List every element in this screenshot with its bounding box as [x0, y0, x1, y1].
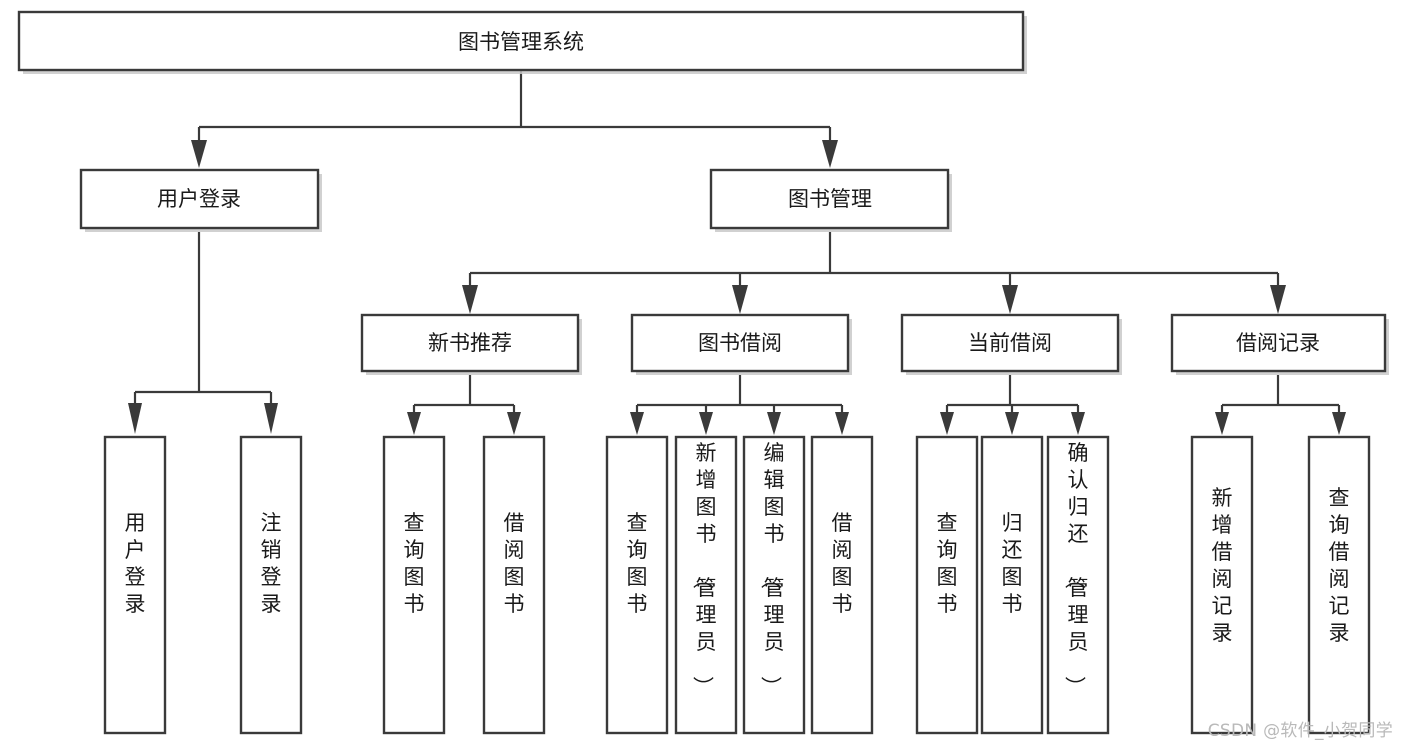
- node-rect: [239, 435, 303, 735]
- arrowhead-root-to-login: [191, 140, 207, 168]
- arrowhead-bookmgmt-current: [1002, 285, 1018, 314]
- node-new-book-recommend[interactable]: 新书推荐: [360, 313, 582, 375]
- leaf-query-books-current[interactable]: 查询图书: [915, 435, 979, 735]
- node-label: 新书推荐: [428, 331, 512, 355]
- arrowhead-borrow-leaf-3: [767, 412, 781, 435]
- leaf-add-borrow-record[interactable]: 新增借阅记录: [1190, 435, 1254, 735]
- leaf-borrow-books-borrow[interactable]: 借阅图书: [810, 435, 874, 735]
- leaf-query-books-borrow[interactable]: 查询图书: [605, 435, 669, 735]
- node-rect: [674, 435, 738, 735]
- node-label: 用户登录: [125, 511, 146, 616]
- arrowhead-borrow-leaf-2: [699, 412, 713, 435]
- arrowhead-current-leaf-1: [940, 412, 954, 435]
- node-label: 注销登录: [261, 511, 282, 616]
- leaf-logout[interactable]: 注销登录: [239, 435, 303, 735]
- node-label: 图书管理: [788, 187, 872, 211]
- node-rect: [810, 435, 874, 735]
- node-book-management[interactable]: 图书管理: [709, 168, 952, 232]
- arrowhead-newbook-leaf-2: [507, 412, 521, 435]
- node-rect: [482, 435, 546, 735]
- node-rect: [1307, 435, 1371, 735]
- node-label: 查询图书: [937, 511, 958, 616]
- watermark-label: CSDN @软件_小贺同学: [1207, 721, 1393, 741]
- leaf-query-borrow-record[interactable]: 查询借阅记录: [1307, 435, 1371, 735]
- arrowhead-login-leaf-2: [264, 403, 278, 434]
- node-rect: [79, 168, 320, 230]
- leaf-edit-book-admin[interactable]: 编辑图书（管理员）: [742, 435, 806, 735]
- node-rect: [360, 313, 580, 373]
- arrowhead-records-leaf-2: [1332, 412, 1346, 435]
- node-label: 确认归还（管理员）: [1063, 441, 1089, 697]
- node-label: 新增图书（管理员）: [691, 441, 717, 697]
- node-label: 借阅图书: [504, 511, 525, 616]
- arrowhead-bookmgmt-borrow: [732, 285, 748, 314]
- node-rect: [605, 435, 669, 735]
- leaf-user-login[interactable]: 用户登录: [103, 435, 167, 735]
- leaf-query-books-newbook[interactable]: 查询图书: [382, 435, 446, 735]
- leaf-confirm-return-admin[interactable]: 确认归还（管理员）: [1046, 435, 1110, 735]
- node-label: 查询图书: [627, 511, 648, 616]
- node-label: 查询借阅记录: [1329, 486, 1350, 645]
- node-label: 编辑图书（管理员）: [759, 441, 785, 697]
- node-rect: [1170, 313, 1387, 373]
- node-label: 归还图书: [1002, 511, 1023, 616]
- arrowhead-borrow-leaf-1: [630, 412, 644, 435]
- node-label: 图书借阅: [698, 331, 782, 355]
- node-label: 借阅图书: [832, 511, 853, 616]
- node-label: 借阅记录: [1236, 331, 1320, 355]
- node-current-borrow[interactable]: 当前借阅: [900, 313, 1122, 375]
- node-borrow-records[interactable]: 借阅记录: [1170, 313, 1389, 375]
- arrowhead-current-leaf-2: [1005, 412, 1019, 435]
- arrowhead-bookmgmt-newbook: [462, 285, 478, 314]
- node-rect: [900, 313, 1120, 373]
- node-rect: [103, 435, 167, 735]
- node-rect: [630, 313, 850, 373]
- arrowhead-current-leaf-3: [1071, 412, 1085, 435]
- node-system-root[interactable]: 图书管理系统: [17, 10, 1027, 74]
- node-label: 用户登录: [157, 187, 241, 211]
- node-rect: [980, 435, 1044, 735]
- connector-layer: [128, 70, 1346, 435]
- leaf-return-books[interactable]: 归还图书: [980, 435, 1044, 735]
- leaf-add-book-admin[interactable]: 新增图书（管理员）: [674, 435, 738, 735]
- node-rect: [1046, 435, 1110, 735]
- node-label: 新增借阅记录: [1212, 486, 1233, 645]
- node-rect: [382, 435, 446, 735]
- node-rect: [709, 168, 950, 230]
- arrowhead-root-to-bookmgmt: [822, 140, 838, 168]
- arrowhead-bookmgmt-records: [1270, 285, 1286, 314]
- arrowhead-borrow-leaf-4: [835, 412, 849, 435]
- node-rect: [915, 435, 979, 735]
- arrowhead-login-leaf-1: [128, 403, 142, 434]
- node-rect: [17, 10, 1025, 72]
- node-rect: [742, 435, 806, 735]
- node-user-login[interactable]: 用户登录: [79, 168, 322, 232]
- node-label: 查询图书: [404, 511, 425, 616]
- leaf-borrow-books-newbook[interactable]: 借阅图书: [482, 435, 546, 735]
- arrowhead-records-leaf-1: [1215, 412, 1229, 435]
- arrowhead-newbook-leaf-1: [407, 412, 421, 435]
- node-label: 图书管理系统: [458, 30, 584, 54]
- node-book-borrow[interactable]: 图书借阅: [630, 313, 852, 375]
- node-label: 当前借阅: [968, 331, 1052, 355]
- node-rect: [1190, 435, 1254, 735]
